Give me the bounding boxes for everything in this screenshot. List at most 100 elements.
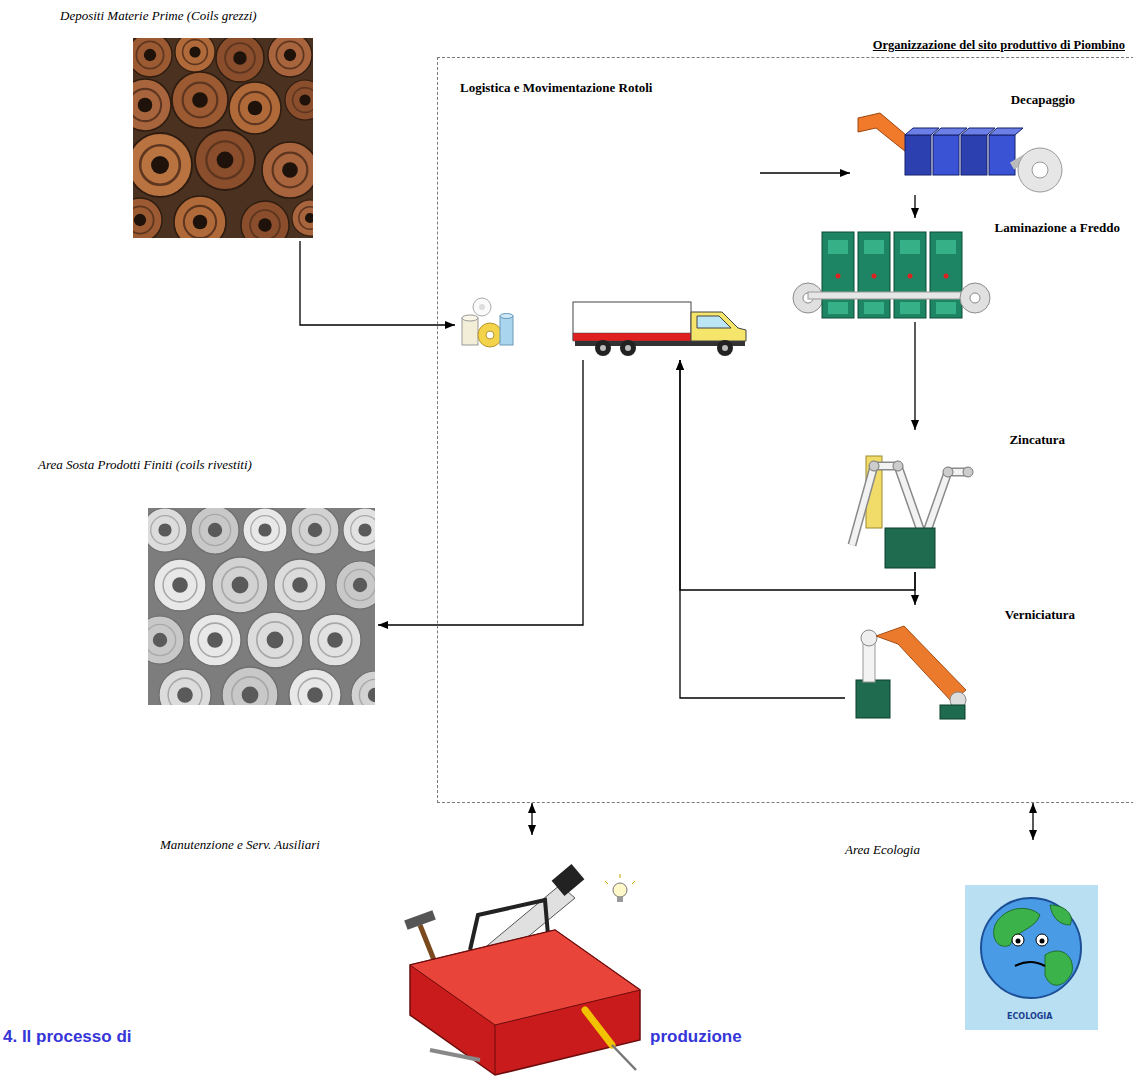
maintenance-area: Manutenzione e Serv. Ausiliari <box>155 835 660 1078</box>
lightbulb-icon <box>620 874 621 878</box>
connector-group <box>300 173 1033 840</box>
pickling-line-icon <box>933 135 959 175</box>
cold-rolling-mill-icon <box>970 293 980 303</box>
raw-coils-photo <box>174 196 226 238</box>
lightbulb-icon <box>605 881 608 884</box>
node-label: Decapaggio <box>1011 92 1075 108</box>
cold-rolling-mill-icon <box>900 302 920 314</box>
raw-coils-photo <box>229 82 281 134</box>
galvanizing-line-icon <box>885 528 935 568</box>
raw-coils-photo <box>262 142 313 198</box>
finished-coils-photo <box>243 508 287 552</box>
node-label: Laminazione a Freddo <box>995 220 1120 236</box>
node-label: Logistica e Movimentazione Rotoli <box>460 80 652 96</box>
node-label: Area Ecologia <box>845 842 920 858</box>
raw-coils-photo <box>216 38 264 82</box>
raw-coils-photo <box>172 72 228 128</box>
finished-coils-photo <box>154 559 206 611</box>
process-step: Verniciatura <box>845 605 1080 722</box>
galvanizing-line-icon <box>963 467 973 477</box>
lightbulb-icon <box>617 897 623 902</box>
cold-rolling-mill-icon <box>864 302 884 314</box>
cold-rolling-mill-icon <box>822 232 854 318</box>
cold-rolling-mill-icon <box>836 274 841 279</box>
pickling-line-icon <box>989 128 1023 135</box>
finished-coils-photo <box>336 561 375 609</box>
coil-stack-icon <box>500 316 513 345</box>
finished-coils-photo <box>189 614 241 666</box>
site-region: Organizzazione del sito produttivo di Pi… <box>437 57 1133 803</box>
coil-stack-icon <box>486 331 494 339</box>
truck-icon <box>722 345 728 351</box>
truck-icon <box>595 340 611 356</box>
flow-arrow <box>680 360 915 590</box>
cold-rolling-mill-icon <box>828 240 848 254</box>
cold-rolling-mill-icon <box>900 240 920 254</box>
pickling-line-icon <box>989 135 1015 175</box>
flow-arrow <box>1032 803 1033 840</box>
raw-coils-photo <box>241 201 289 238</box>
flow-arrow <box>531 803 532 835</box>
globe-icon <box>965 885 1098 1030</box>
coil-stack-icon <box>479 304 485 310</box>
flow-arrow <box>914 195 915 218</box>
coil-stack-icon <box>500 314 513 319</box>
globe-icon <box>994 908 1040 946</box>
raw-coils-photo <box>175 38 215 72</box>
toolbox-icon <box>410 930 640 1075</box>
finished-coils-photo <box>247 612 303 668</box>
truck-icon <box>600 345 606 351</box>
cold-rolling-mill-icon <box>944 274 949 279</box>
coil-stack-icon <box>478 323 502 347</box>
globe-icon <box>1016 939 1021 944</box>
truck-icon <box>573 333 691 341</box>
section-heading-anchor: produzione <box>650 1027 742 1047</box>
raw-coils-photo <box>268 38 312 77</box>
raw-coils-photo <box>133 133 192 197</box>
truck-icon <box>697 316 731 328</box>
node-label: Verniciatura <box>1005 607 1075 623</box>
raw-coils-photo <box>133 38 313 238</box>
truck-icon <box>691 312 746 341</box>
truck-icon <box>573 302 691 340</box>
toolbox-icon <box>404 910 436 930</box>
flow-arrow <box>914 322 915 430</box>
coating-line-icon <box>856 626 966 719</box>
truck-icon <box>620 340 636 356</box>
lightbulb-icon <box>632 881 635 884</box>
globe-icon <box>965 885 1098 1030</box>
process-step: Laminazione a Freddo <box>795 218 1128 322</box>
finished-coils-photo <box>148 508 187 552</box>
section-heading-anchor: 4. Il processo di <box>3 1027 132 1047</box>
icon-caption-anchor: ECOLOGIA <box>1007 1012 1052 1021</box>
raw-coils-photo <box>133 198 162 238</box>
raw-coils-photo <box>133 38 172 77</box>
flow-arrow <box>378 360 583 625</box>
cold-rolling-mill-icon <box>936 302 956 314</box>
globe-icon <box>1045 951 1072 985</box>
finished-goods-area: Area Sosta Prodotti Finiti (coils rivest… <box>30 455 378 708</box>
globe-icon <box>1015 962 1045 966</box>
node-label: Zincatura <box>1009 432 1065 448</box>
node-label: Area Sosta Prodotti Finiti (coils rivest… <box>38 457 252 473</box>
cold-rolling-mill-icon <box>936 240 956 254</box>
pickling-line-icon <box>905 135 931 175</box>
coil-stack-icon <box>462 298 513 347</box>
toolbox-icon <box>410 930 640 1025</box>
node-label: Organizzazione del sito produttivo di Pi… <box>873 38 1125 53</box>
logistics-area: Logistica e Movimentazione Rotoli <box>455 75 760 360</box>
globe-icon <box>1036 934 1048 946</box>
raw-coils-photo <box>285 80 313 120</box>
cold-rolling-mill-icon <box>960 283 990 313</box>
raw-coils-photo <box>133 79 171 131</box>
coating-line-icon <box>876 626 966 702</box>
cold-rolling-mill-icon <box>808 292 976 299</box>
toolbox-icon <box>430 1050 480 1060</box>
finished-coils-photo <box>212 557 268 613</box>
cold-rolling-mill-icon <box>908 274 913 279</box>
pickling-line-icon <box>961 135 987 175</box>
cold-rolling-mill-icon <box>930 232 962 318</box>
cold-rolling-mill-icon <box>828 302 848 314</box>
